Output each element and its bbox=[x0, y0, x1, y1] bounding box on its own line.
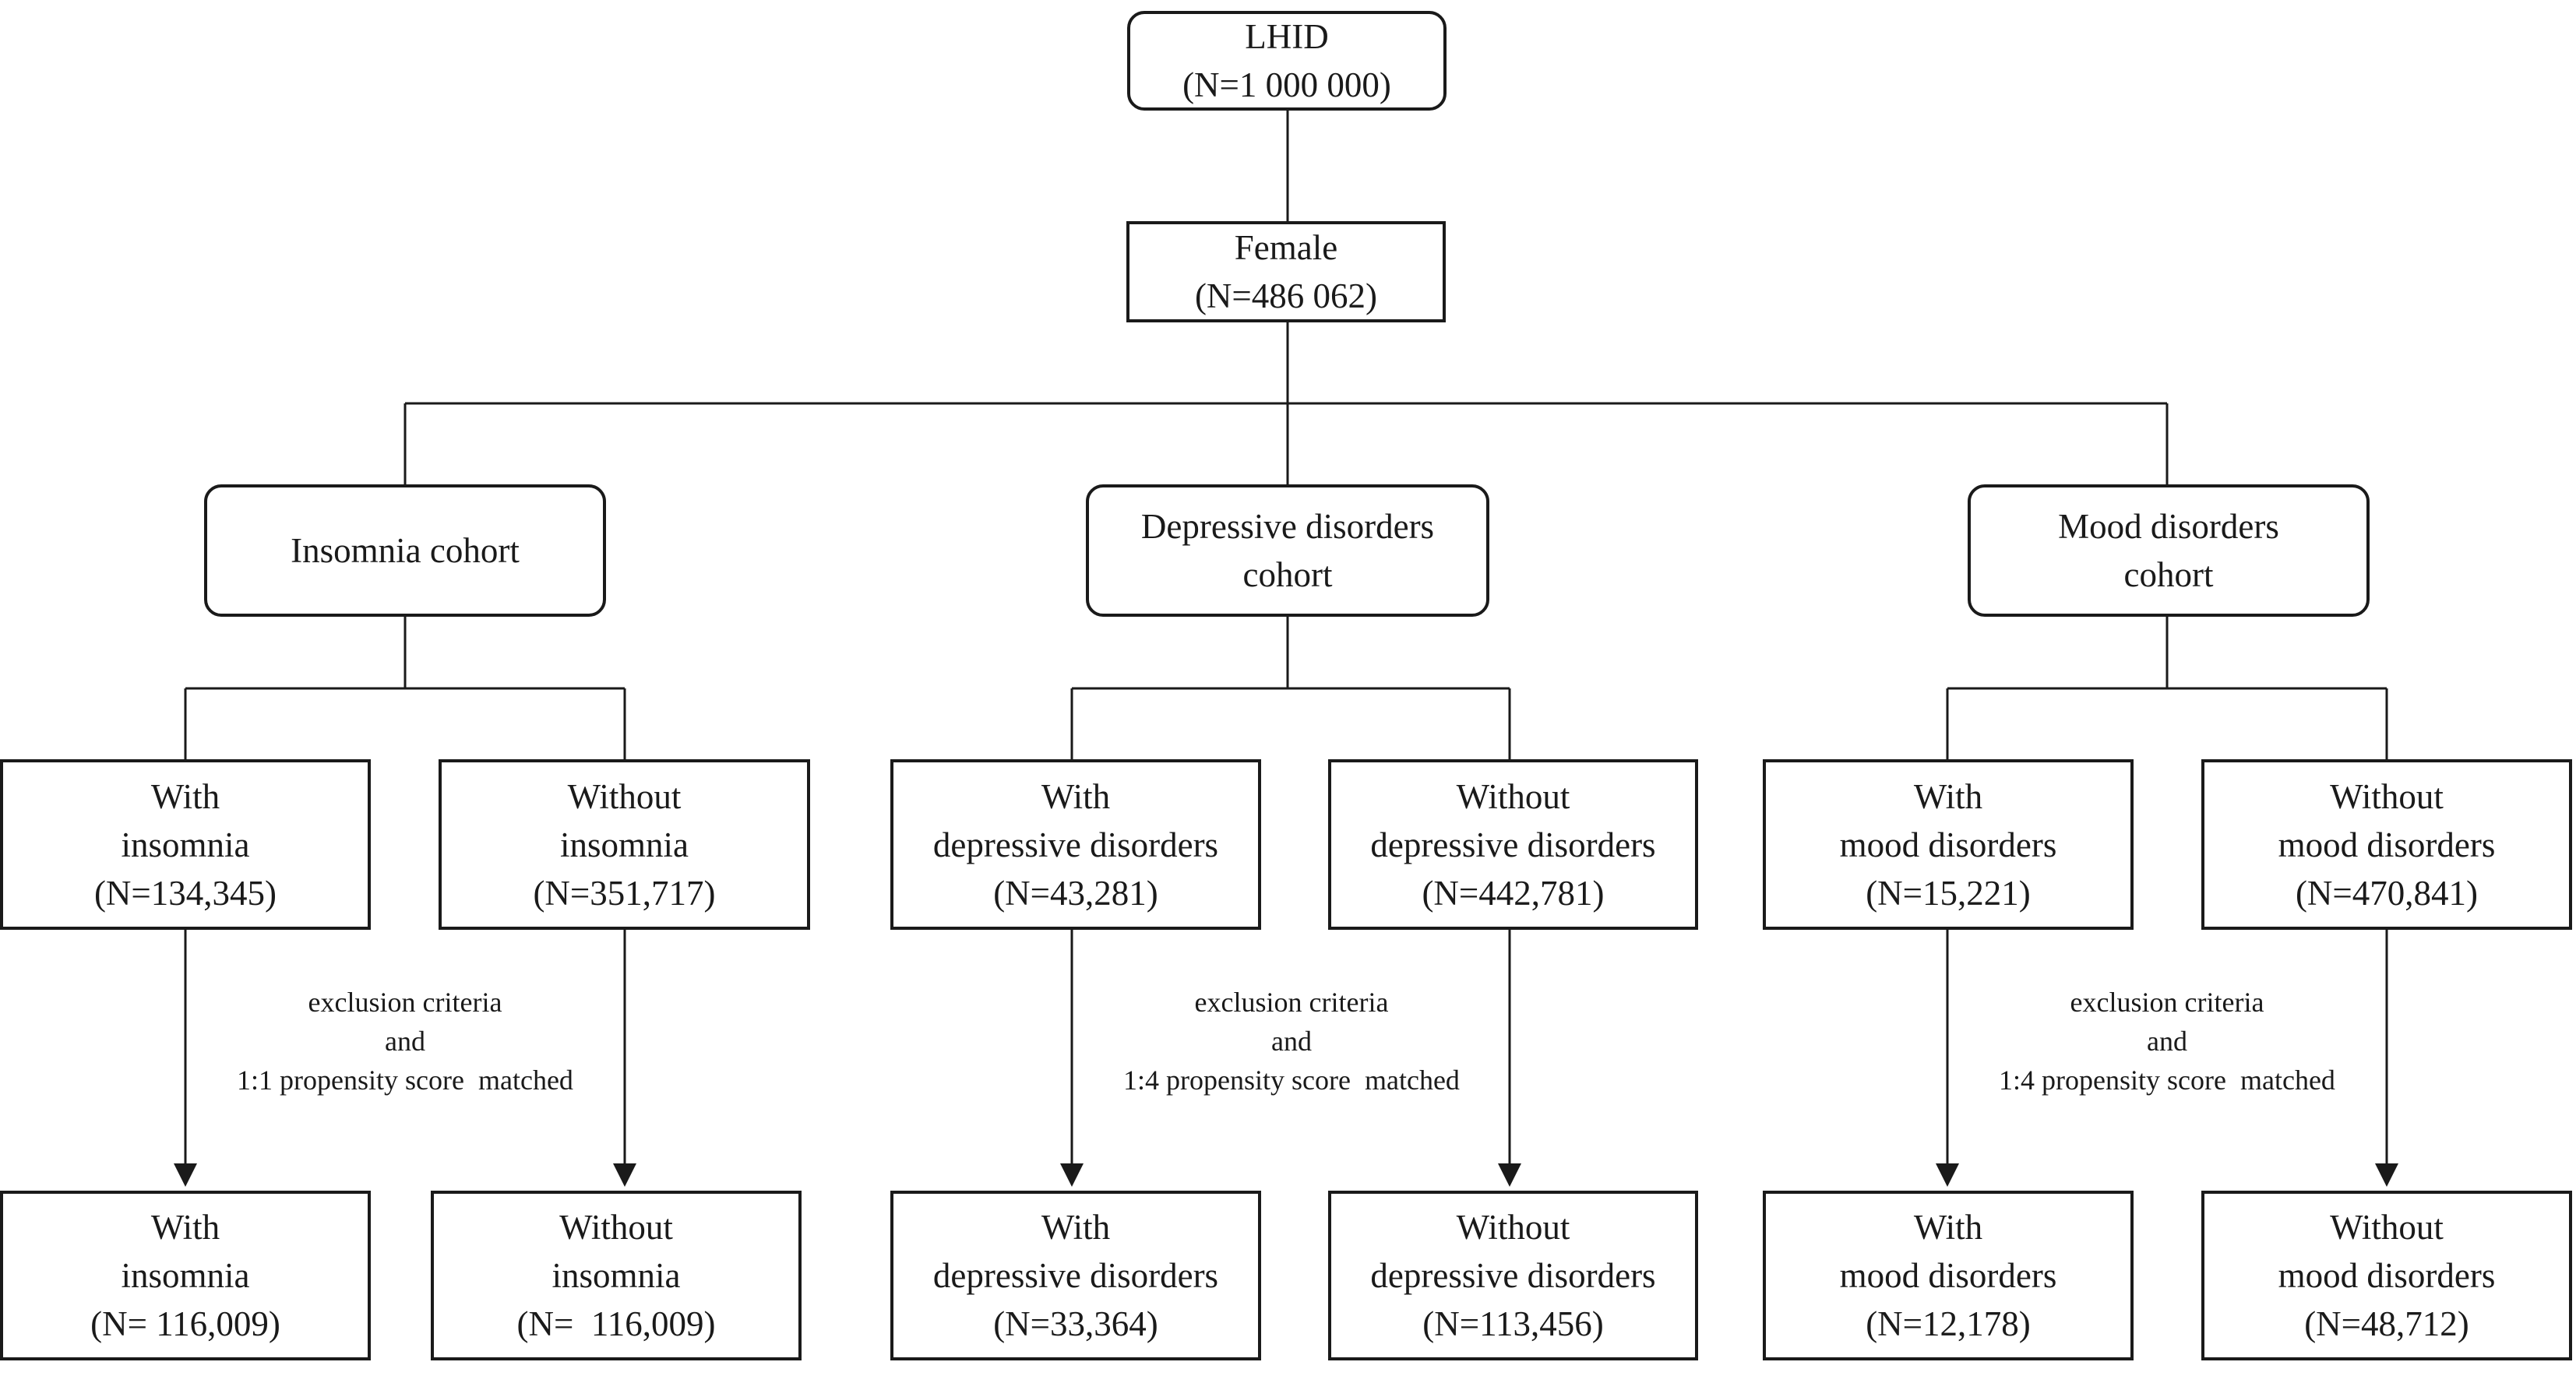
box-count: (N=1 000 000) bbox=[1182, 65, 1391, 104]
matched-without-mood-box: Without mood disorders (N=48,712) bbox=[2201, 1191, 2572, 1360]
depressive-matching-note: exclusion criteria and 1:4 propensity sc… bbox=[1097, 983, 1486, 1100]
depressive-cohort-box: Depressive disorders cohort bbox=[1086, 484, 1489, 617]
box-line: insomnia bbox=[551, 1256, 681, 1295]
box-line: mood disorders bbox=[1839, 1256, 2057, 1295]
box-line: Without bbox=[567, 776, 682, 816]
box-count: (N=134,345) bbox=[93, 873, 277, 913]
box-count: (N=442,781) bbox=[1422, 873, 1605, 913]
box-count: (N=12,178) bbox=[1866, 1304, 2031, 1343]
box-line: mood disorders bbox=[2278, 1256, 2496, 1295]
box-line: With bbox=[150, 776, 220, 816]
box-line: Without bbox=[2330, 1208, 2444, 1247]
box-subtitle: cohort bbox=[1242, 555, 1333, 594]
note-line: 1:1 propensity score matched bbox=[237, 1065, 573, 1096]
box-title: Female bbox=[1234, 228, 1338, 267]
with-depressive-box: With depressive disorders (N=43,281) bbox=[890, 759, 1261, 930]
box-count: (N=351,717) bbox=[533, 873, 716, 913]
matched-with-depressive-box: With depressive disorders (N=33,364) bbox=[890, 1191, 1261, 1360]
box-line: insomnia bbox=[560, 825, 689, 864]
matched-without-depressive-box: Without depressive disorders (N=113,456) bbox=[1328, 1191, 1698, 1360]
box-line: With bbox=[1913, 1208, 1983, 1247]
box-count: (N=43,281) bbox=[993, 873, 1158, 913]
box-line: depressive disorders bbox=[932, 1256, 1219, 1295]
note-line: and bbox=[2147, 1026, 2187, 1057]
box-line: mood disorders bbox=[2278, 825, 2496, 864]
matched-without-insomnia-box: Without insomnia (N= 116,009) bbox=[431, 1191, 802, 1360]
box-count: (N= 116,009) bbox=[516, 1304, 716, 1343]
note-line: exclusion criteria bbox=[1194, 987, 1389, 1018]
lhid-box: LHID (N=1 000 000) bbox=[1127, 11, 1447, 111]
box-line: mood disorders bbox=[1839, 825, 2057, 864]
box-count: (N= 116,009) bbox=[90, 1304, 280, 1343]
insomnia-cohort-box: Insomnia cohort bbox=[204, 484, 606, 617]
box-line: With bbox=[1041, 1208, 1111, 1247]
box-title: Depressive disorders bbox=[1140, 507, 1435, 546]
mood-matching-note: exclusion criteria and 1:4 propensity sc… bbox=[1972, 983, 2362, 1100]
without-depressive-box: Without depressive disorders (N=442,781) bbox=[1328, 759, 1698, 930]
box-line: Without bbox=[1456, 776, 1570, 816]
insomnia-matching-note: exclusion criteria and 1:1 propensity sc… bbox=[210, 983, 600, 1100]
box-line: depressive disorders bbox=[1370, 1256, 1656, 1295]
female-box: Female (N=486 062) bbox=[1126, 221, 1446, 322]
without-mood-box: Without mood disorders (N=470,841) bbox=[2201, 759, 2572, 930]
box-title: LHID bbox=[1245, 17, 1329, 56]
note-line: exclusion criteria bbox=[308, 987, 502, 1018]
box-line: depressive disorders bbox=[1370, 825, 1656, 864]
box-line: Without bbox=[1456, 1208, 1570, 1247]
box-count: (N=486 062) bbox=[1194, 276, 1378, 315]
box-line: insomnia bbox=[121, 1256, 250, 1295]
note-line: and bbox=[385, 1026, 425, 1057]
box-line: With bbox=[150, 1208, 220, 1247]
note-line: and bbox=[1271, 1026, 1312, 1057]
without-insomnia-box: Without insomnia (N=351,717) bbox=[439, 759, 810, 930]
box-count: (N=470,841) bbox=[2295, 873, 2479, 913]
box-line: Without bbox=[2330, 776, 2444, 816]
box-subtitle: cohort bbox=[2123, 555, 2214, 594]
with-insomnia-box: With insomnia (N=134,345) bbox=[0, 759, 371, 930]
box-count: (N=33,364) bbox=[993, 1304, 1158, 1343]
matched-with-mood-box: With mood disorders (N=12,178) bbox=[1763, 1191, 2134, 1360]
with-mood-box: With mood disorders (N=15,221) bbox=[1763, 759, 2134, 930]
box-count: (N=48,712) bbox=[2304, 1304, 2469, 1343]
box-title: Insomnia cohort bbox=[291, 531, 520, 570]
box-line: With bbox=[1913, 776, 1983, 816]
matched-with-insomnia-box: With insomnia (N= 116,009) bbox=[0, 1191, 371, 1360]
note-line: 1:4 propensity score matched bbox=[1999, 1065, 2335, 1096]
mood-cohort-box: Mood disorders cohort bbox=[1968, 484, 2370, 617]
note-line: 1:4 propensity score matched bbox=[1123, 1065, 1460, 1096]
box-line: With bbox=[1041, 776, 1111, 816]
box-count: (N=15,221) bbox=[1866, 873, 2031, 913]
box-title: Mood disorders bbox=[2058, 507, 2279, 546]
box-line: depressive disorders bbox=[932, 825, 1219, 864]
box-line: Without bbox=[559, 1208, 673, 1247]
box-count: (N=113,456) bbox=[1422, 1304, 1604, 1343]
box-line: insomnia bbox=[121, 825, 250, 864]
note-line: exclusion criteria bbox=[2070, 987, 2264, 1018]
